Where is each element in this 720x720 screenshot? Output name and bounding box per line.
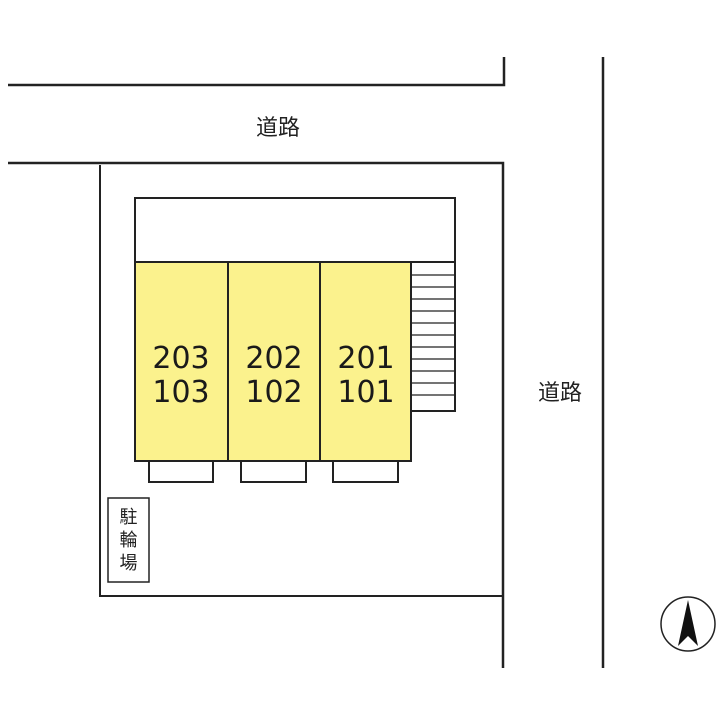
unit-201-101: 201 101 [319, 261, 412, 462]
bicycle-parking-char: 輪 [120, 530, 138, 551]
building-corridor [134, 197, 456, 264]
road-top-lines [8, 57, 506, 87]
unit-upper-number: 203 [152, 341, 209, 376]
staircase [410, 261, 456, 412]
balcony-103 [148, 460, 214, 483]
unit-upper-number: 202 [245, 341, 302, 376]
bicycle-parking-char: 場 [120, 553, 138, 574]
unit-upper-number: 201 [337, 341, 394, 376]
balcony-102 [240, 460, 307, 483]
unit-202-102: 202 102 [227, 261, 321, 462]
unit-lower-number: 102 [245, 375, 302, 410]
unit-203-103: 203 103 [134, 261, 229, 462]
balcony-101 [332, 460, 399, 483]
unit-lower-number: 101 [337, 375, 394, 410]
bicycle-parking-char: 駐 [120, 507, 138, 528]
north-arrow-icon [660, 596, 716, 652]
road-top-label: 道路 [256, 116, 300, 141]
bicycle-parking: 駐 輪 場 [107, 497, 150, 583]
unit-lower-number: 103 [152, 375, 209, 410]
road-right-label: 道路 [538, 381, 582, 406]
lot-boundary [8, 161, 505, 668]
lot-inner-outline [99, 165, 503, 597]
